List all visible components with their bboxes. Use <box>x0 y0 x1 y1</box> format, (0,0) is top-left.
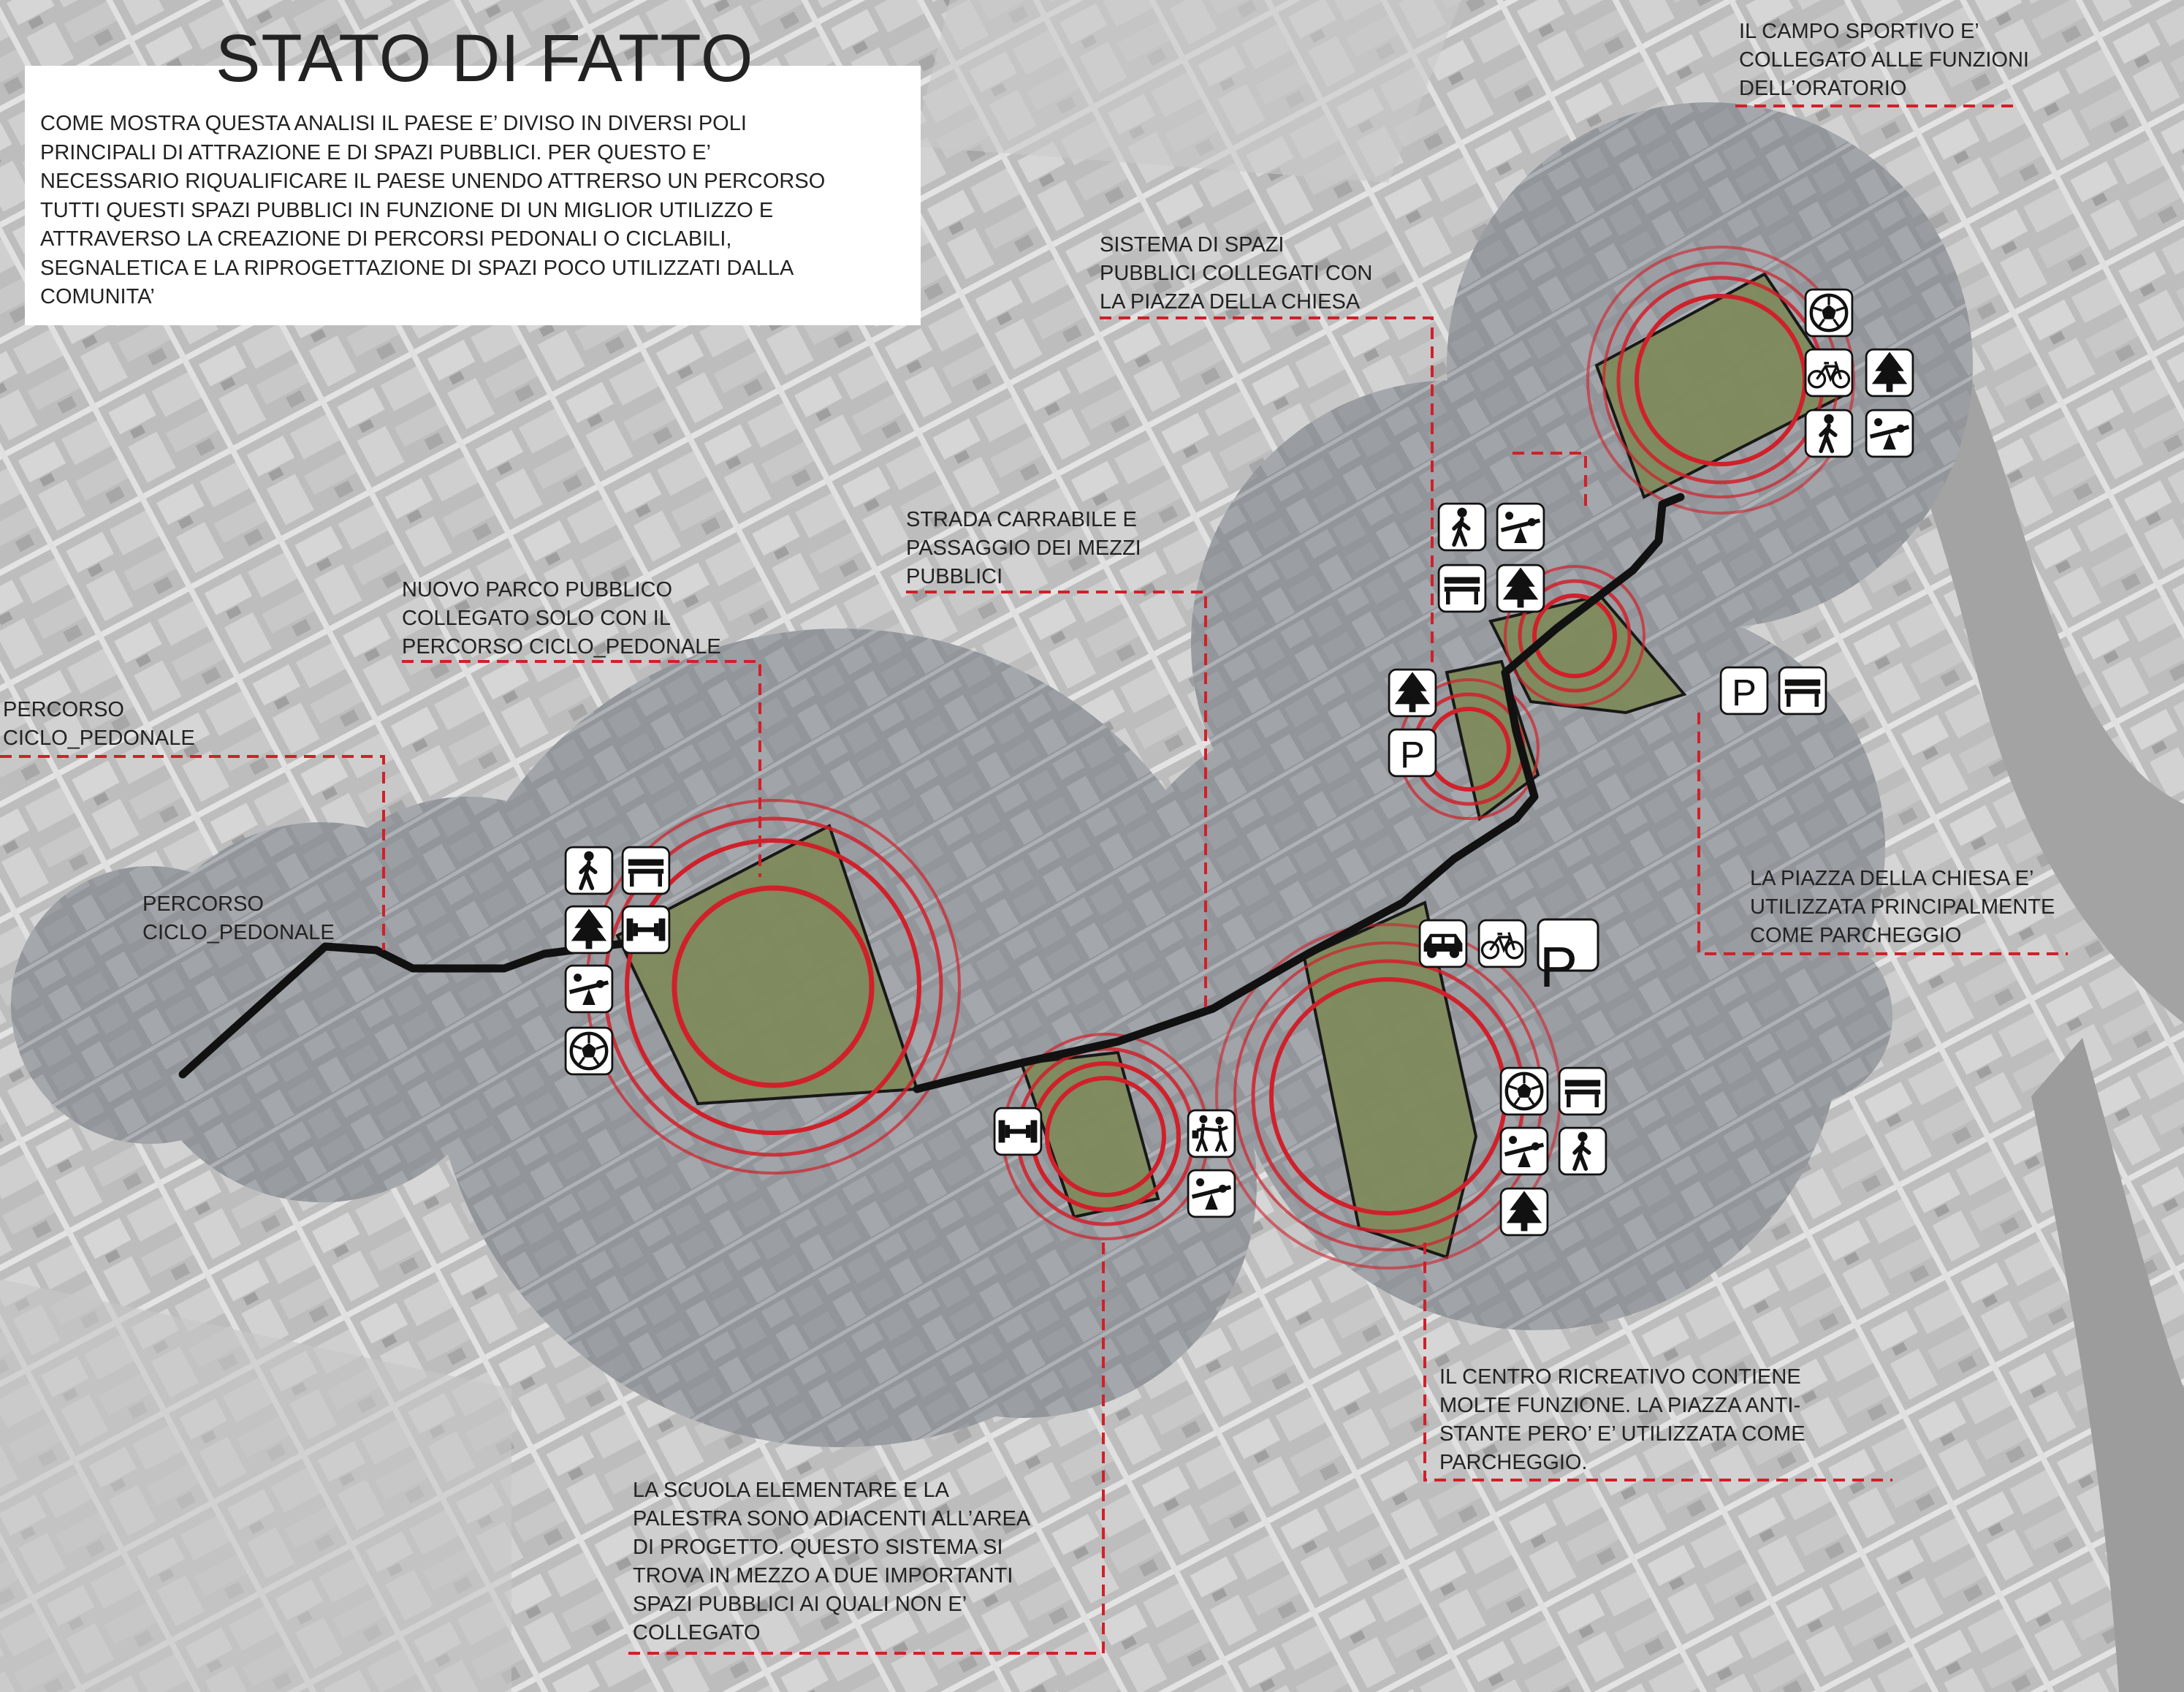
dumbbell-icon <box>993 1107 1043 1156</box>
river <box>1739 110 2184 1023</box>
playground-seesaw-icon <box>1865 409 1914 458</box>
intro-line: COME MOSTRA QUESTA ANALISI IL PAESE E’ D… <box>40 112 747 135</box>
soccer-ball-icon <box>1499 1066 1549 1116</box>
field-area-top <box>913 0 1461 183</box>
cycle-pedestrian-path <box>178 493 1685 1093</box>
svg-text:P: P <box>1540 935 1578 999</box>
leader-chiesa <box>1697 713 2068 955</box>
intro-text: COME MOSTRA QUESTA ANALISI IL PAESE E’ D… <box>40 110 825 312</box>
playground-seesaw-icon <box>564 964 614 1014</box>
intro-line: SEGNALETICA E LA RIPROGETTAZIONE DI SPAZ… <box>40 256 794 280</box>
tree-icon <box>1865 348 1914 398</box>
leader-scuola <box>628 1243 1105 1655</box>
intro-line: NECESSARIO RIQUALIFICARE IL PAESE UNENDO… <box>40 170 826 193</box>
rings-piazza <box>1504 565 1645 707</box>
intro-panel <box>25 66 921 325</box>
bicycle-icon <box>1477 919 1527 968</box>
annotation-parco: NUOVO PARCO PUBBLICO COLLEGATO SOLO CON … <box>402 578 721 659</box>
site-piazza <box>1488 593 1687 715</box>
pedestrian-icon <box>1437 502 1487 552</box>
annotation-centro: IL CENTRO RICREATIVO CONTIENE MOLTE FUNZ… <box>1439 1365 1806 1474</box>
soccer-ball-icon <box>1804 288 1854 338</box>
bicycle-icon <box>1804 348 1854 398</box>
pedestrian-icon <box>564 846 614 895</box>
annotation-percorso-top: PERCORSO CICLO_PEDONALE <box>3 698 195 750</box>
icon-groups: P P P <box>564 288 1914 1237</box>
annotation-spazi-chiesa: SISTEMA DI SPAZI PUBBLICI COLLEGATI CON … <box>1100 233 1373 314</box>
leader-church-box <box>1513 452 1587 512</box>
river-lower <box>2031 1038 2184 1692</box>
dumbbell-icon <box>621 905 671 955</box>
site-centro <box>1302 900 1478 1259</box>
leader-centro <box>1423 1243 1892 1482</box>
leader-percorso-top <box>0 755 385 950</box>
bench-icon <box>1778 666 1827 716</box>
leader-spazi <box>1100 316 1434 687</box>
pedestrian-icon <box>1558 1126 1607 1176</box>
svg-text:P: P <box>1732 672 1757 713</box>
intro-line: TUTTI QUESTI SPAZI PUBBLICI IN FUNZIONE … <box>40 198 774 222</box>
leader-strada <box>906 591 1207 1009</box>
leader-parco <box>402 660 761 877</box>
bench-icon <box>1437 564 1487 613</box>
parking-icon: P <box>1537 918 1599 999</box>
tree-icon <box>1496 564 1545 613</box>
playground-seesaw-icon <box>1499 1126 1549 1176</box>
field-area <box>0 1279 511 1692</box>
annotation-scuola: LA SCUOLA ELEMENTARE E LA PALESTRA SONO … <box>633 1479 1031 1644</box>
annotation-strada: STRADA CARRABILE E PASSAGGIO DEI MEZZI P… <box>906 508 1141 588</box>
bench-icon <box>621 846 671 895</box>
svg-text:P: P <box>1400 734 1425 775</box>
intro-line: COMUNITA’ <box>40 285 155 308</box>
tree-icon <box>564 905 614 955</box>
children-icon <box>1187 1109 1236 1158</box>
intro-line: ATTRAVERSO LA CREAZIONE DI PERCORSI PEDO… <box>40 227 732 251</box>
parking-icon: P <box>1719 666 1769 716</box>
tree-icon <box>1499 1187 1549 1237</box>
playground-seesaw-icon <box>1187 1169 1236 1218</box>
annotation-percorso-map: PERCORSO CICLO_PEDONALE <box>142 892 335 944</box>
playground-seesaw-icon <box>1496 502 1545 552</box>
pedestrian-icon <box>1804 409 1854 458</box>
soccer-ball-icon <box>564 1026 614 1076</box>
bench-icon <box>1558 1066 1607 1116</box>
page-title: STATO DI FATTO <box>216 21 754 96</box>
tree-icon <box>1388 668 1437 718</box>
leader-lines <box>0 105 2068 1655</box>
annotation-piazza-chiesa: LA PIAZZA DELLA CHIESA E’ UTILIZZATA PRI… <box>1750 867 2055 947</box>
parking-icon: P <box>1388 728 1437 778</box>
annotation-campo-sportivo: IL CAMPO SPORTIVO E’ COLLEGATO ALLE FUNZ… <box>1739 20 2029 100</box>
car-icon <box>1418 919 1468 968</box>
intro-line: PRINCIPALI DI ATTRAZIONE E DI SPAZI PUBB… <box>40 140 711 164</box>
